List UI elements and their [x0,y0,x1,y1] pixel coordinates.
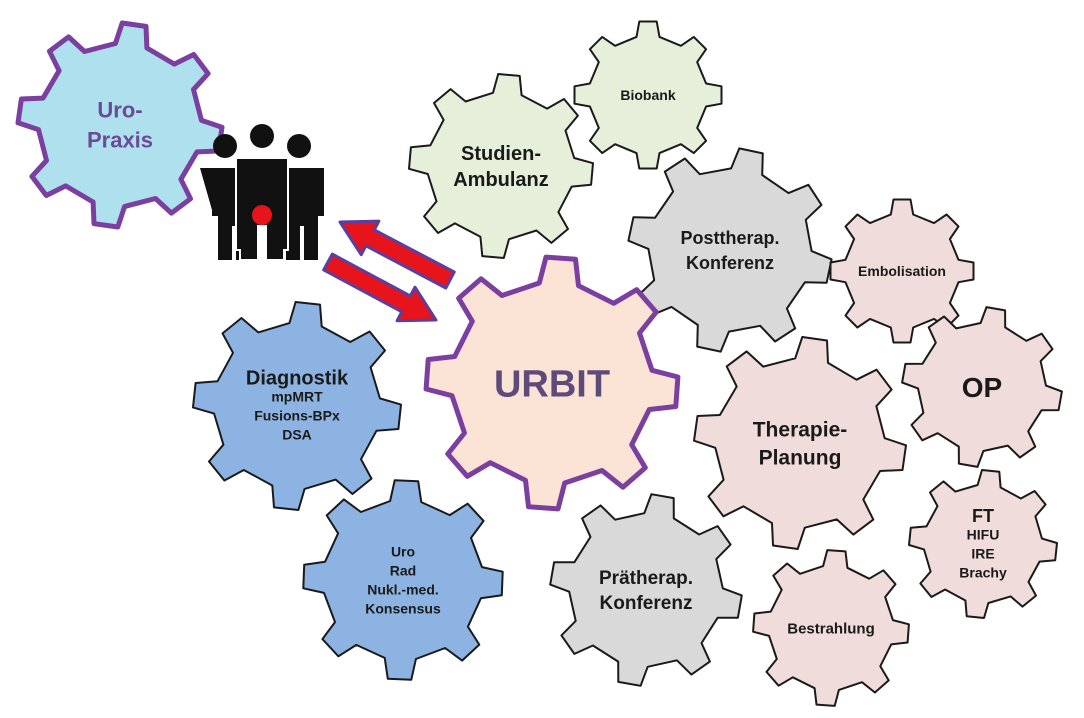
gear-label: Konsensus [365,600,441,616]
gear-uro-praxis: Uro- Praxis [15,20,225,230]
gear-posttherap-konferenz: Posttherap. Konferenz [627,147,833,353]
gear-label: DSA [282,426,312,442]
gear-studien-ambulanz: Studien- Ambulanz [408,73,594,259]
gear-therapie-planung: Therapie- Planung [693,336,907,550]
patient-group-icon [200,124,324,261]
gear-label: Diagnostik [246,368,349,390]
gear-shape [408,73,594,259]
gear-shape [908,469,1058,619]
gear-label: IRE [971,545,994,561]
gear-label: Fusions-BPx [254,407,340,423]
gear-op: OP [901,306,1063,468]
gear-biobank: Biobank [573,20,723,170]
gear-label: URBIT [494,363,610,405]
arrow-to-practice-icon [338,219,456,290]
gear-label: Planung [759,446,842,469]
person-head [213,134,237,158]
gear-label: Embolisation [858,263,946,279]
arrow-to-urbit-icon [322,252,438,323]
gear-label: Biobank [620,87,675,103]
gear-shape [693,336,907,550]
gear-label: Ambulanz [453,169,549,191]
person-head [287,134,311,158]
gear-bestrahlung: Bestrahlung [752,549,910,707]
gear-label: Rad [390,562,416,578]
gear-label: mpMRT [271,388,323,404]
highlight-dot-icon [252,205,272,225]
gear-shape [549,493,743,687]
gear-shape [829,198,975,344]
gear-label: Prätherap. [599,568,693,589]
gear-label: HIFU [967,526,1000,542]
gear-shape [302,479,504,681]
gear-praetherap-konferenz: Prätherap. Konferenz [549,493,743,687]
gear-shape [192,301,402,511]
gear-shape [573,20,723,170]
gear-label: Studien- [461,143,541,165]
gear-label: Uro- [97,98,142,123]
gear-label: Brachy [959,564,1007,580]
gear-shape [627,147,833,353]
gear-label: FT [972,506,994,526]
person-head [250,124,274,148]
gear-shape [901,306,1063,468]
gear-label: Posttherap. [680,228,779,248]
gear-label: Therapie- [753,418,848,441]
gear-urbit: URBIT [423,254,681,512]
gear-label: Uro [391,543,415,559]
gear-shape [752,549,910,707]
gear-label: Konferenz [686,253,774,273]
gear-label: Konferenz [600,593,693,614]
gear-label: Bestrahlung [787,620,875,637]
gear-shape [15,20,225,230]
gear-label: Nukl.-med. [367,581,439,597]
gear-label: OP [962,372,1002,403]
gear-label: Praxis [87,128,153,153]
gear-shape [423,254,681,512]
gear-embolisation: Embolisation [829,198,975,344]
